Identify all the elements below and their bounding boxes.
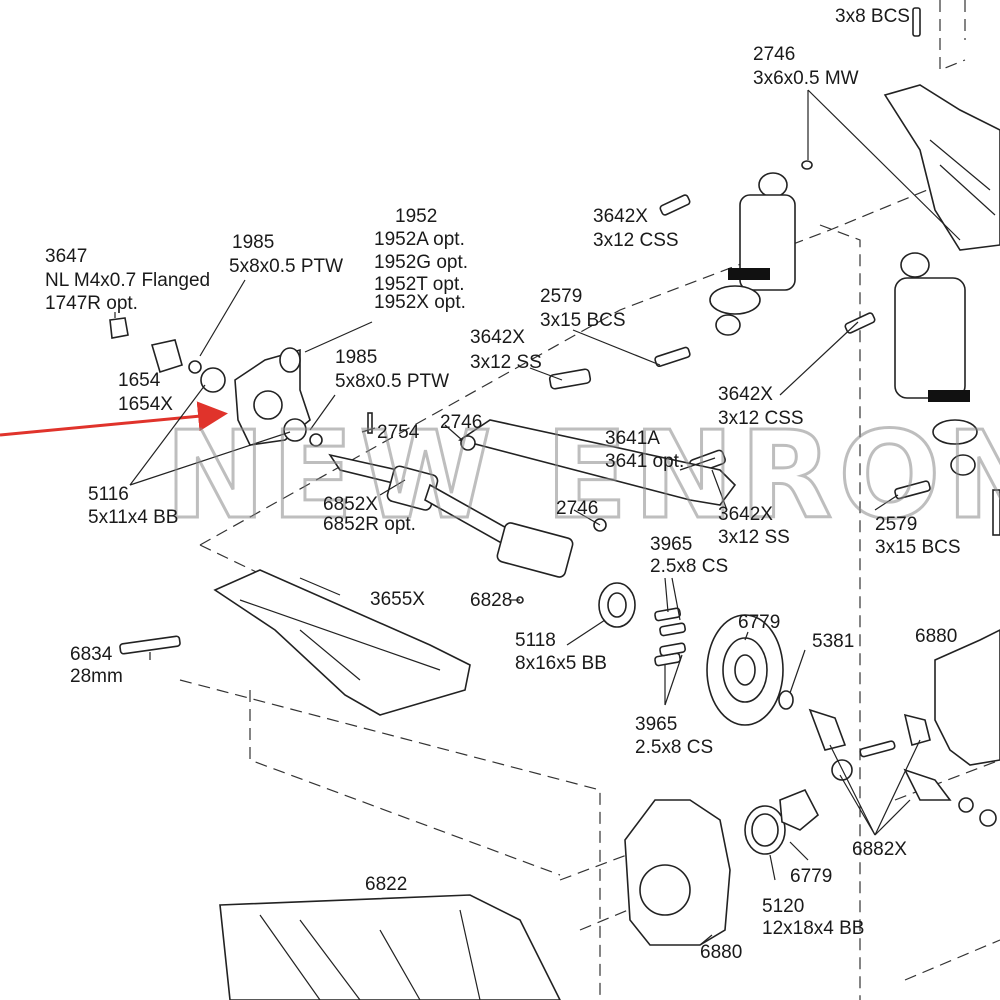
label-1985-b-spec: 5x8x0.5 PTW [335, 371, 449, 392]
label-2746-low: 2746 [556, 498, 598, 519]
chassis-6822 [219, 894, 561, 1000]
label-1952g: 1952G opt. [374, 252, 468, 273]
label-1952: 1952 [395, 206, 437, 227]
label-3642x-b-spec: 3x12 SS [470, 352, 542, 373]
screws [119, 7, 1000, 667]
label-3965-b-spec: 2.5x8 CS [635, 737, 713, 758]
label-2746-mid: 2746 [440, 412, 482, 433]
label-3641a: 3641A [605, 428, 660, 449]
label-2746-top: 2746 [753, 44, 795, 65]
label-1952a: 1952A opt. [374, 229, 465, 250]
diff-housing-6880 [624, 799, 731, 946]
label-3647: 3647 [45, 246, 87, 267]
rear-shock-left [709, 172, 796, 336]
label-5120-spec: 12x18x4 BB [762, 918, 864, 939]
label-1985-b: 1985 [335, 347, 377, 368]
label-5118: 5118 [515, 630, 556, 651]
label-3642x-b: 3642X [470, 327, 525, 348]
label-6852r: 6852R opt. [323, 514, 416, 535]
hub-carrier-group [109, 317, 373, 447]
leader-lines [114, 89, 961, 946]
label-1654x: 1654X [118, 394, 173, 415]
label-6880-a: 6880 [915, 626, 957, 647]
label-1985-a-spec: 5x8x0.5 PTW [229, 256, 343, 277]
label-3642x-c: 3642X [718, 384, 773, 405]
label-6828: 6828 [470, 590, 512, 611]
label-1952x: 1952X opt. [374, 292, 466, 313]
label-5116-spec: 5x11x4 BB [88, 507, 178, 528]
label-3642x-c-spec: 3x12 CSS [718, 408, 804, 429]
bearing-5118 [598, 582, 636, 628]
label-3965-a: 3965 [650, 534, 692, 555]
label-3642x-a: 3642X [593, 206, 648, 227]
label-1952t: 1952T opt. [374, 274, 465, 295]
watermark-text: NEW ENRON [165, 407, 1000, 546]
label-2754: 2754 [377, 422, 420, 443]
label-6822: 6822 [365, 874, 407, 895]
label-6834: 6834 [70, 644, 113, 665]
label-2579-a-spec: 3x15 BCS [540, 310, 626, 331]
shock-tower [883, 84, 1000, 251]
diff-housing-right [934, 629, 1000, 766]
label-5381: 5381 [812, 631, 854, 652]
label-3965-b: 3965 [635, 714, 677, 735]
pointer-arrow [0, 401, 228, 437]
rear-shock-right [894, 252, 978, 476]
label-6779-b: 6779 [790, 866, 832, 887]
part-labels: 3x8 BCS 2746 3x6x0.5 MW 3642X 3x12 CSS 1… [45, 6, 961, 963]
label-3647-opt: 1747R opt. [45, 293, 138, 314]
label-1654: 1654 [118, 370, 161, 391]
label-5120: 5120 [762, 896, 804, 917]
label-3655x: 3655X [370, 589, 425, 610]
label-6882x: 6882X [852, 839, 907, 860]
ring-gear-6779 [706, 614, 784, 726]
bearing-5120 [744, 805, 786, 855]
label-5118-spec: 8x16x5 BB [515, 653, 607, 674]
label-3642x-d: 3642X [718, 504, 773, 525]
label-3965-a-spec: 2.5x8 CS [650, 556, 728, 577]
label-5116: 5116 [88, 484, 129, 505]
label-top-bcs: 3x8 BCS [835, 6, 910, 27]
lower-arm [213, 569, 471, 716]
label-2579-b-spec: 3x15 BCS [875, 537, 961, 558]
label-3642x-d-spec: 3x12 SS [718, 527, 790, 548]
label-3641-opt: 3641 opt. [605, 451, 684, 472]
diff-parts [778, 690, 997, 827]
label-2746-top-spec: 3x6x0.5 MW [753, 68, 859, 89]
label-6880-b: 6880 [700, 942, 742, 963]
label-6834-spec: 28mm [70, 666, 123, 687]
label-6852x: 6852X [323, 494, 378, 515]
label-1985-a: 1985 [232, 232, 274, 253]
label-2579-b: 2579 [875, 514, 917, 535]
toe-link [458, 419, 737, 532]
label-3647-spec: NL M4x0.7 Flanged [45, 270, 210, 291]
label-2579-a: 2579 [540, 286, 582, 307]
driveshaft [328, 453, 574, 578]
label-6779-a: 6779 [738, 612, 780, 633]
pinion-6779 [779, 788, 820, 831]
label-3642x-a-spec: 3x12 CSS [593, 230, 679, 251]
